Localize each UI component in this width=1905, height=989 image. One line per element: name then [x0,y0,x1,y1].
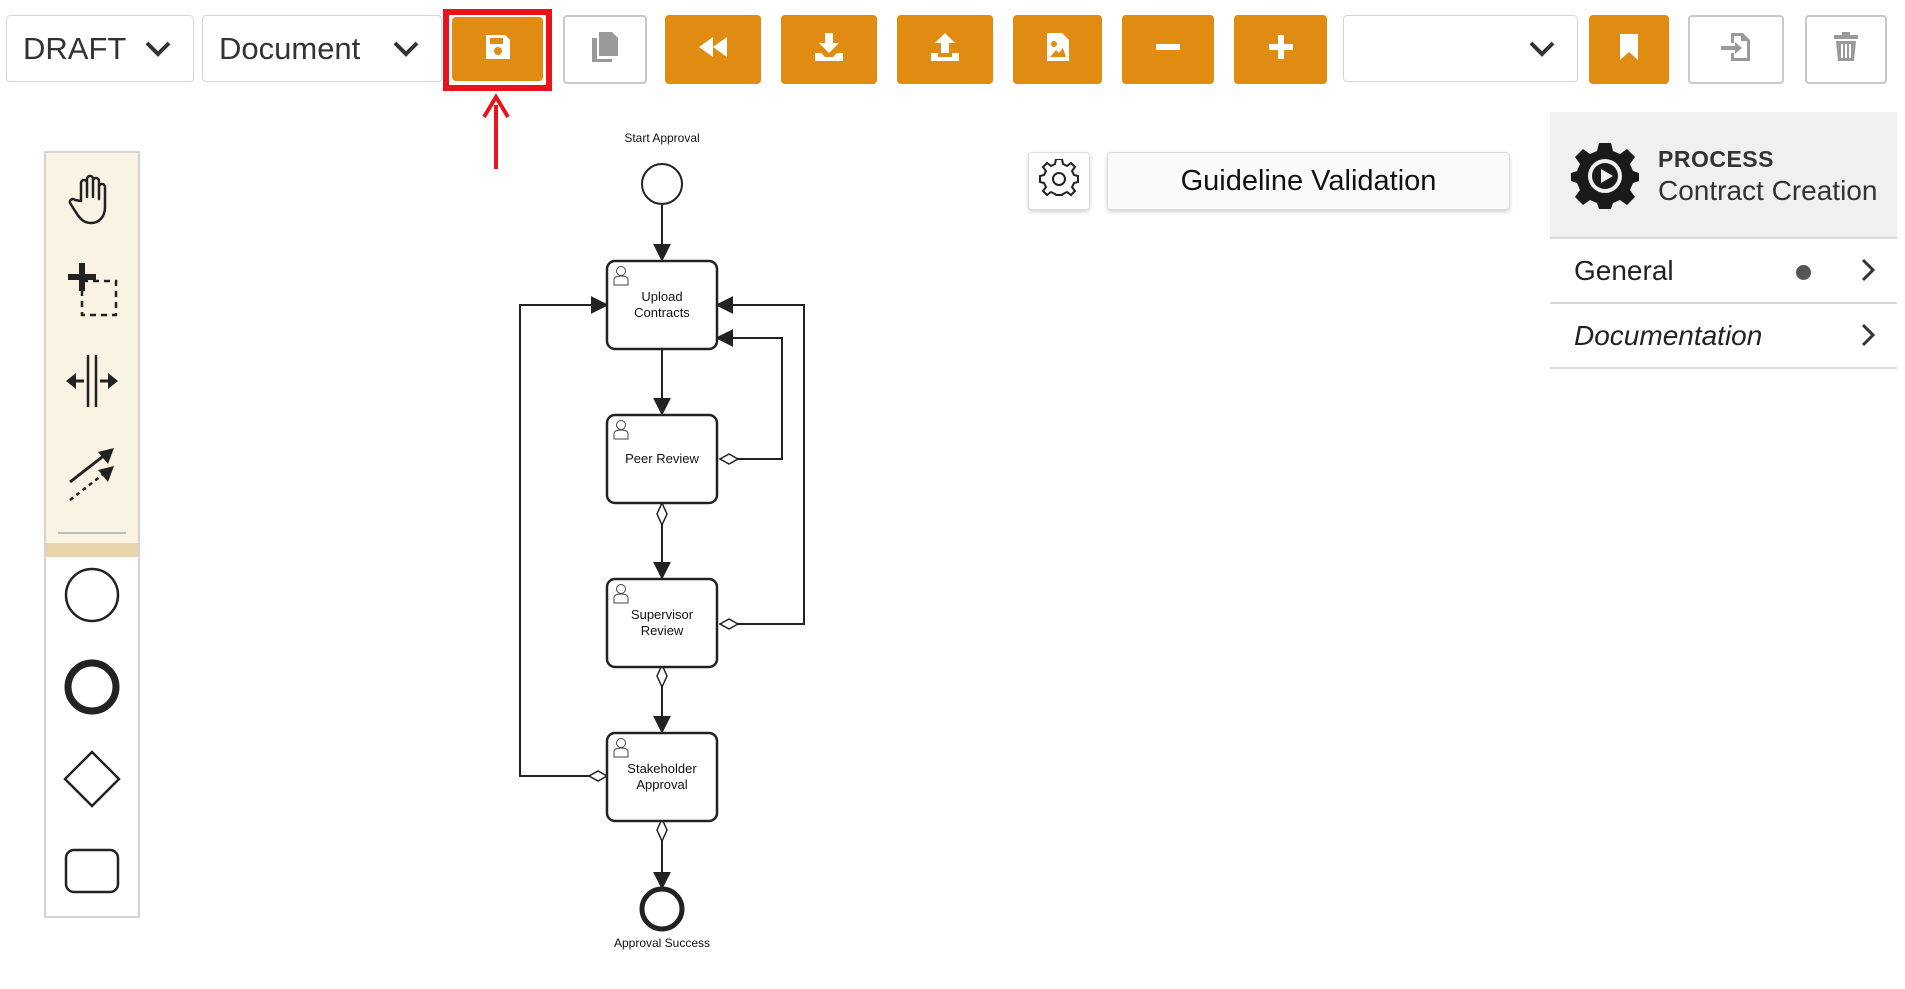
gear-icon [1039,157,1079,204]
section-label: General [1574,254,1674,286]
bookmark-icon [1617,32,1641,67]
element-type-label: PROCESS [1658,146,1774,172]
start-event-label: Start Approval [624,131,699,145]
upload-button[interactable] [897,15,993,84]
chevron-right-icon [1859,257,1877,290]
changed-indicator-dot [1796,265,1811,280]
connect-tool-icon [62,442,122,507]
palette-separator [58,532,126,534]
section-documentation[interactable]: Documentation [1550,302,1897,369]
view-dropdown[interactable]: Document [202,15,442,82]
export-image-button[interactable] [1013,15,1102,84]
guideline-validation-button[interactable]: Guideline Validation [1107,152,1510,210]
zoom-in-button[interactable] [1234,15,1327,84]
minus-icon [1154,33,1182,66]
space-tool-button[interactable] [56,347,128,419]
end-event-tool-button[interactable] [56,653,128,725]
view-dropdown-value: Document [219,30,361,66]
gateway-icon [62,749,122,814]
bookmark-button[interactable] [1589,15,1669,84]
upload-icon [929,31,961,68]
version-dropdown[interactable] [1343,15,1578,82]
status-dropdown[interactable]: DRAFT [6,15,194,82]
space-tool-icon [62,351,122,416]
download-icon [813,31,845,68]
import-button[interactable] [1688,15,1784,84]
start-event-icon [62,565,122,630]
element-name-label: Contract Creation [1658,175,1878,206]
download-button[interactable] [781,15,877,84]
chevron-down-icon [1527,34,1557,64]
gateway-tool-button[interactable] [56,745,128,817]
process-gear-play-icon [1570,140,1640,215]
palette-divider-band [46,543,138,557]
chevron-down-icon [391,34,421,64]
floppy-disk-icon [484,33,512,66]
copy-button[interactable] [563,15,647,84]
rewind-button[interactable] [665,15,761,84]
save-button-highlight [443,9,552,91]
task-supervisor-review[interactable] [605,577,719,669]
settings-button[interactable] [1028,152,1090,210]
copy-icon [590,30,620,69]
hand-tool-icon [65,171,119,232]
start-event[interactable] [641,163,683,205]
task-peer-review[interactable] [605,413,719,505]
save-button[interactable] [452,17,543,81]
trash-icon [1832,31,1860,68]
lasso-tool-icon [62,259,122,324]
tool-palette [44,151,140,918]
plus-icon [1267,33,1295,66]
properties-panel: PROCESS Contract Creation General Docume… [1550,112,1897,369]
zoom-out-button[interactable] [1122,15,1214,84]
chevron-right-icon [1859,322,1877,355]
task-boxes [605,259,719,823]
lasso-tool-button[interactable] [56,255,128,327]
start-event-tool-button[interactable] [56,561,128,633]
image-file-icon [1045,31,1071,68]
task-icon [62,846,122,901]
chevron-down-icon [143,34,173,64]
task-upload-contracts[interactable] [605,259,719,351]
connect-tool-button[interactable] [56,438,128,510]
task-tool-button[interactable] [56,837,128,909]
end-event-label: Approval Success [614,936,710,950]
palette-tools-area [46,153,138,553]
properties-panel-header: PROCESS Contract Creation [1550,112,1897,237]
end-event-icon [62,657,122,722]
task-stakeholder-approval[interactable] [605,731,719,823]
delete-button[interactable] [1805,15,1887,84]
section-general[interactable]: General [1550,237,1897,302]
status-dropdown-value: DRAFT [23,30,127,66]
end-event[interactable] [639,886,685,932]
annotation-arrow-icon [482,93,510,169]
hand-tool-button[interactable] [56,165,128,237]
section-label: Documentation [1574,319,1763,351]
fast-backward-icon [696,35,730,64]
file-import-icon [1719,31,1753,68]
